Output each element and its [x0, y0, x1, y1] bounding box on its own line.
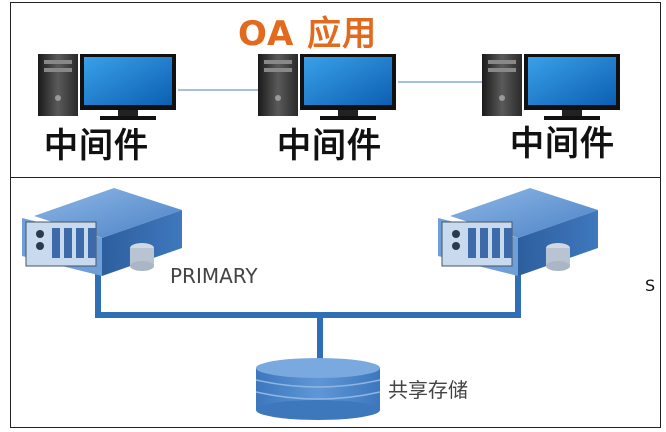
desktop-computer-icon: [258, 54, 396, 120]
edge-mark: S: [645, 276, 656, 295]
middleware-label: 中间件: [277, 126, 382, 166]
server-link: [95, 268, 521, 318]
middleware-label: 中间件: [510, 124, 615, 164]
rack-server-icon: [438, 188, 598, 276]
desktop-computer-icon: [38, 54, 176, 120]
database-cylinder-icon: [255, 358, 381, 420]
primary-server-label: PRIMARY: [170, 264, 258, 288]
rack-server-icon: [22, 188, 182, 276]
diagram-title: OA 应用: [238, 14, 378, 54]
desktop-computer-icon: [482, 54, 620, 120]
shared-storage-label: 共享存储: [388, 378, 468, 402]
middleware-label: 中间件: [44, 126, 149, 166]
